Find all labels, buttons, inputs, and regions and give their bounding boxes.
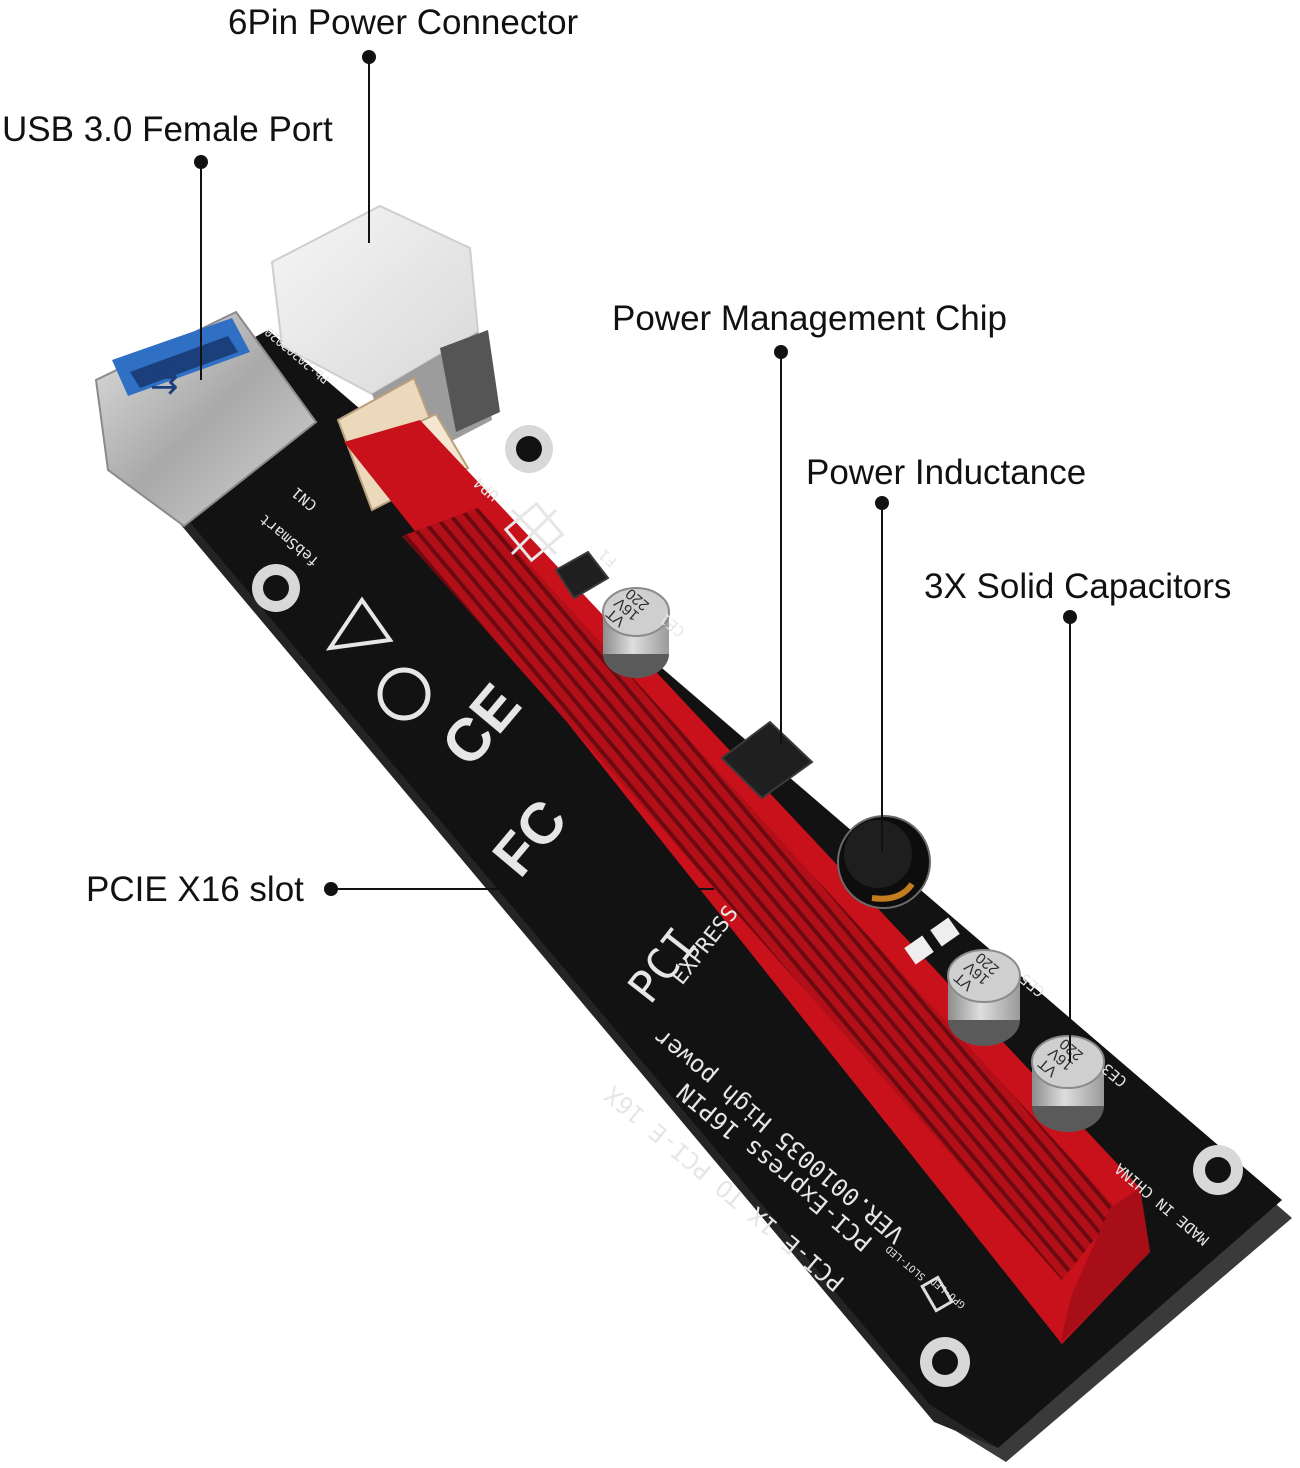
label-pcie-slot: PCIE X16 slot	[86, 870, 304, 909]
mounting-hole-left	[252, 564, 300, 612]
rohs-mark-icon	[377, 667, 431, 721]
pcie-slot	[344, 420, 1150, 1344]
label-power-connector: 6Pin Power Connector	[228, 3, 579, 42]
usb-symbol-icon: ⇶	[150, 357, 179, 397]
label-inductance: Power Inductance	[806, 453, 1086, 492]
capacitor-ce3	[1031, 1035, 1105, 1132]
label-usb-port: USB 3.0 Female Port	[2, 110, 333, 149]
leader-inductance	[875, 496, 889, 852]
weee-mark-icon	[503, 501, 565, 563]
leader-power-chip	[774, 345, 788, 744]
power-management-chip	[720, 720, 814, 800]
mounting-hole-right	[1193, 1145, 1243, 1195]
leader-usb-port	[194, 155, 208, 380]
power-inductor	[837, 815, 931, 909]
usb-port: ⇶	[94, 310, 318, 528]
mounting-hole-bottom	[920, 1337, 970, 1387]
recycle-mark-icon	[325, 596, 394, 651]
small-ic	[554, 550, 610, 600]
leader-capacitors	[1063, 610, 1077, 1062]
capacitor-ce1	[602, 587, 670, 678]
leader-power-connector	[362, 50, 376, 243]
label-capacitors: 3X Solid Capacitors	[924, 567, 1231, 606]
capacitor-ce5	[947, 949, 1021, 1046]
led-pads	[904, 917, 960, 1313]
label-power-chip: Power Management Chip	[612, 299, 1007, 338]
mounting-hole-top	[505, 425, 553, 473]
leader-pcie-slot	[324, 882, 714, 896]
